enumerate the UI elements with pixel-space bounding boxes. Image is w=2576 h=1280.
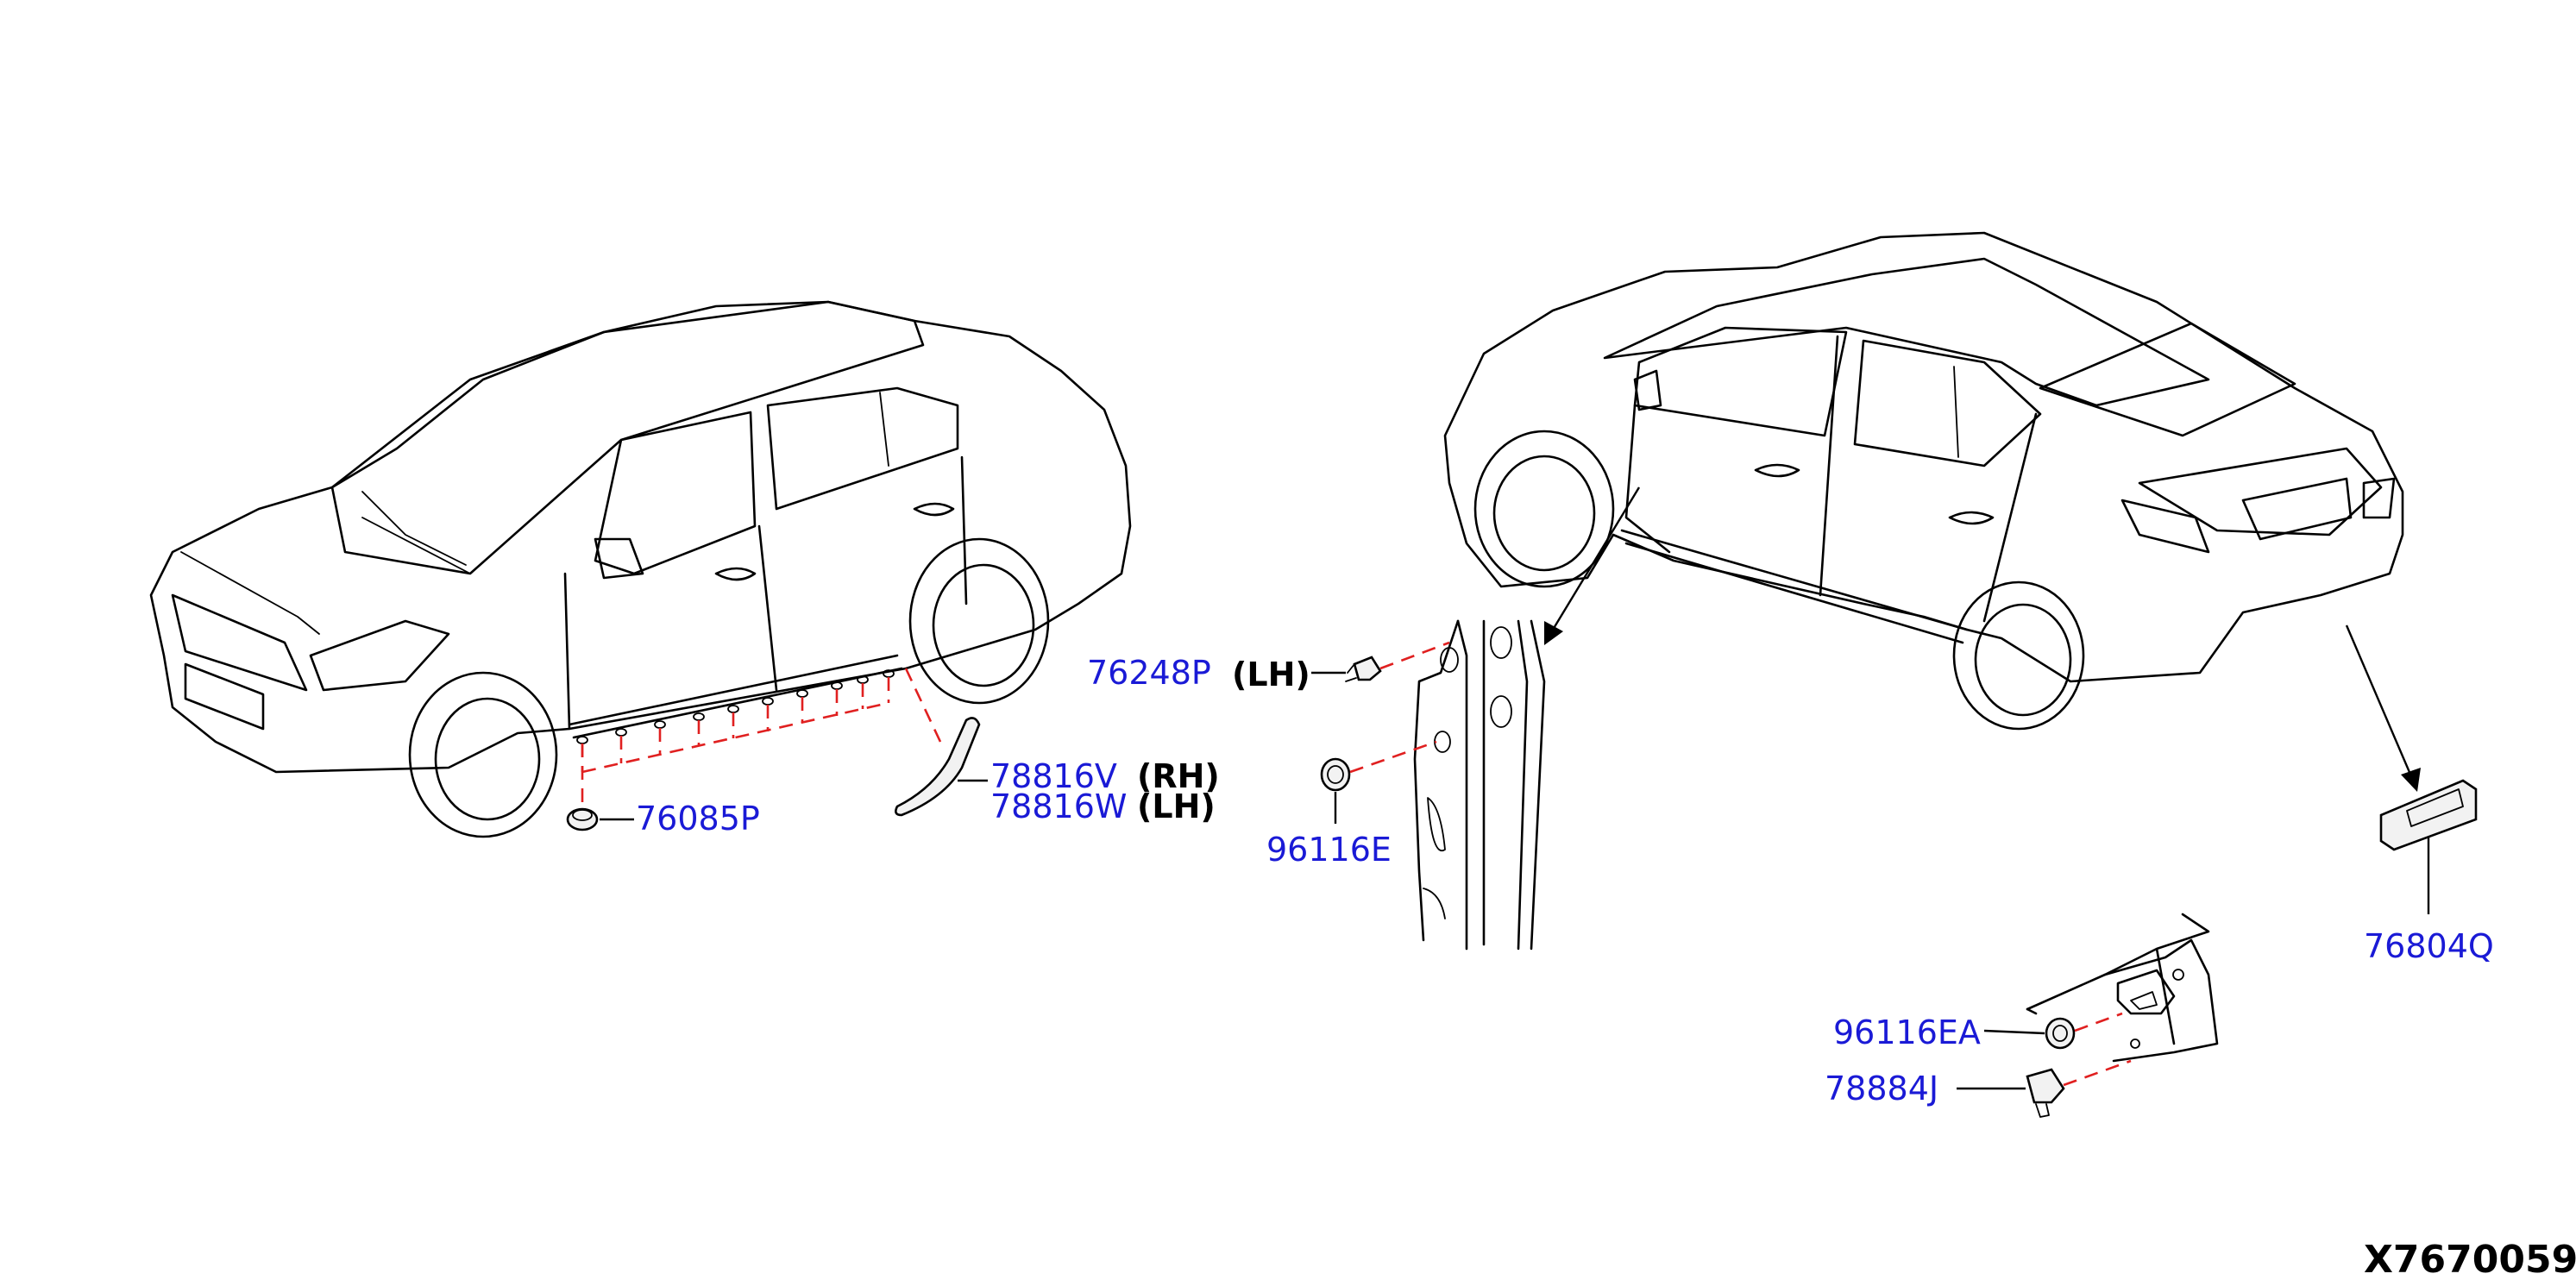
part-96116EA-drawing bbox=[2045, 1017, 2076, 1050]
part-label-76804Q[interactable]: 76804Q bbox=[2364, 927, 2494, 965]
part-96116E-drawing bbox=[1320, 757, 1351, 792]
part-76248P-drawing bbox=[1345, 656, 1382, 682]
part-label-76248P[interactable]: 76248P bbox=[1087, 654, 1211, 692]
pillar-detail-drawing bbox=[1413, 619, 1546, 951]
side-label-76248P: (LH) bbox=[1232, 656, 1310, 693]
part-label-78816V[interactable]: 78816V bbox=[990, 757, 1117, 795]
car-front-view-drawing bbox=[149, 300, 1132, 838]
part-label-78884J[interactable]: 78884J bbox=[1825, 1070, 1938, 1107]
side-label-78816W: (LH) bbox=[1137, 787, 1216, 825]
part-label-78816W[interactable]: 78816W bbox=[990, 787, 1127, 825]
part-76804Q-drawing bbox=[2379, 779, 2478, 851]
side-label-78816V: (RH) bbox=[1137, 757, 1220, 795]
part-label-76085P[interactable]: 76085P bbox=[636, 800, 760, 838]
part-78816-drawing bbox=[895, 717, 981, 817]
rear-panel-detail-drawing bbox=[2026, 913, 2219, 1063]
part-78884J-drawing bbox=[2026, 1068, 2065, 1118]
detail-arrow-rear bbox=[2345, 624, 2421, 792]
car-rear-view-drawing bbox=[1443, 231, 2404, 731]
part-76085P-drawing bbox=[566, 807, 599, 831]
part-label-96116EA[interactable]: 96116EA bbox=[1833, 1013, 1981, 1051]
diagram-id: X7670059 bbox=[2364, 1238, 2576, 1280]
part-label-96116E[interactable]: 96116E bbox=[1266, 831, 1392, 869]
detail-arrow-sill bbox=[1544, 486, 1641, 645]
